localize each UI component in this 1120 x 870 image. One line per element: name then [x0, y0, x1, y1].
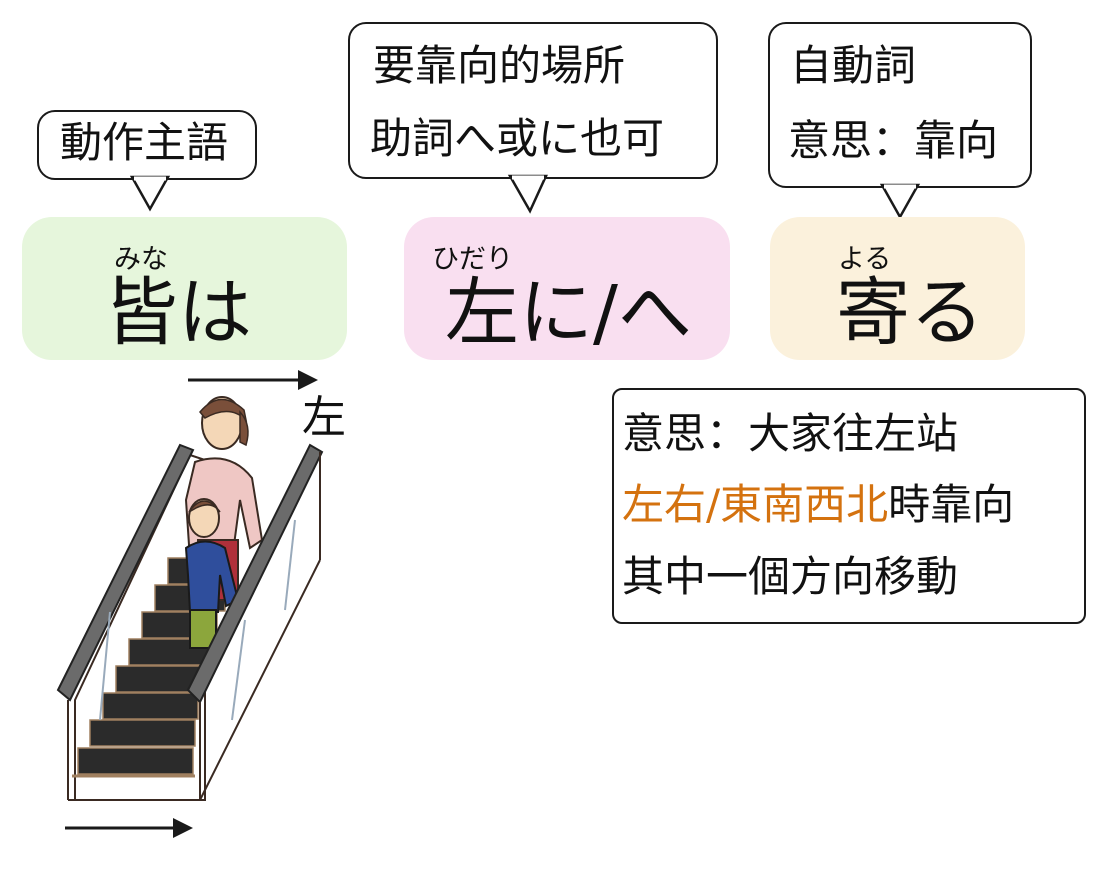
- word-location: 左に/へ: [445, 270, 692, 356]
- word-ruby-verb: よる: [838, 244, 892, 275]
- location-bubble-line2: 助詞へ或に也可: [370, 114, 665, 163]
- explanation-line1: 意思：大家往左站: [622, 409, 959, 458]
- word-pill-location: [404, 217, 730, 360]
- verb-bubble: [768, 22, 1032, 188]
- explanation-line3: 其中一個方向移動: [622, 552, 959, 601]
- subject-bubble-text: 動作主語: [60, 118, 229, 167]
- subject-bubble-tail: [129, 175, 171, 212]
- verb-bubble-line1: 自動詞: [790, 41, 917, 90]
- direction-label: 左: [302, 392, 346, 443]
- location-bubble-line1: 要靠向的場所: [373, 41, 626, 90]
- explanation-line2-rest: 時靠向: [888, 480, 1015, 529]
- word-subject: 皆は: [104, 270, 252, 356]
- verb-bubble-tail: [879, 183, 921, 220]
- explanation-line2: 左右/東南西北時靠向: [622, 484, 1014, 526]
- escalator-illustration: [56, 370, 324, 838]
- location-bubble: [348, 22, 718, 179]
- word-pill-subject: [22, 217, 347, 360]
- word-verb: 寄る: [836, 270, 984, 356]
- verb-bubble-line2: 意思：靠向: [788, 116, 999, 165]
- location-bubble-tail: [507, 174, 548, 214]
- top-arrow-icon: [188, 370, 318, 390]
- word-ruby-subject: みな: [114, 244, 168, 275]
- child-figure: [184, 498, 240, 649]
- bottom-arrow-icon: [65, 818, 193, 838]
- explanation-box: [612, 388, 1086, 624]
- subject-bubble: [37, 110, 257, 180]
- word-ruby-location: ひだり: [432, 244, 513, 275]
- word-pill-verb: [770, 217, 1025, 360]
- direction-terms-highlight: 左右/東南西北: [622, 480, 889, 529]
